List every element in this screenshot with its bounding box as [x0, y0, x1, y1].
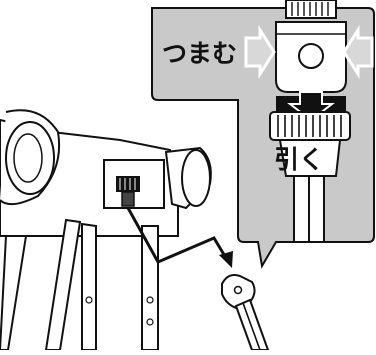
device-housing [0, 110, 211, 350]
pull-label: 引く [274, 145, 324, 174]
pinch-label: つまむ [162, 39, 237, 68]
coupler-top [276, 0, 346, 92]
hose-fitting [222, 275, 268, 350]
